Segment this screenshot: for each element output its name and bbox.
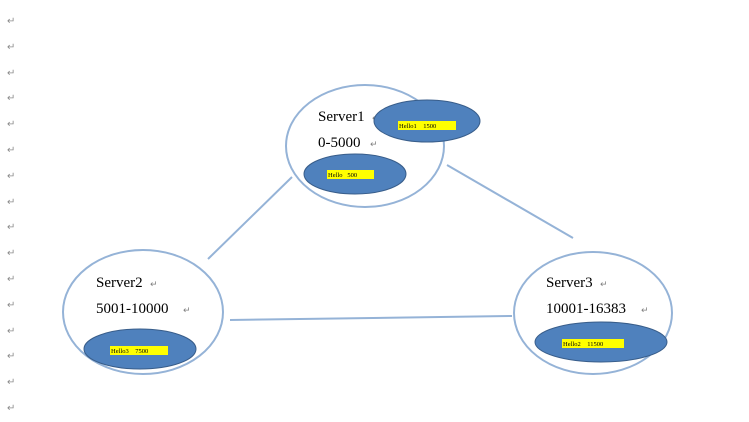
hello2-11500-node: Hello2 11500 [534,321,668,363]
paragraph-mark: ↵ [7,299,16,311]
hello1-1500-node: Hello1 1500 [373,99,481,143]
hello-500-node: Hello 500 [303,153,407,195]
paragraph-mark: ↵ [7,93,16,105]
return-mark: ↵ [183,306,191,316]
return-mark: ↵ [600,280,608,290]
return-mark: ↵ [641,306,649,316]
server3-range: 10001-16383 [546,301,626,317]
paragraph-mark: ↵ [7,351,16,363]
paragraph-mark: ↵ [7,119,16,131]
return-mark: ↵ [370,140,378,150]
hello1-1500-highlight [398,121,456,130]
server1-name: Server1 [318,109,365,125]
hello3-7500-highlight [110,346,168,355]
link-server1-server2 [207,176,293,260]
paragraph-mark: ↵ [7,222,16,234]
paragraph-mark: ↵ [7,273,16,285]
hello2-11500-label: Hello2 11500 [563,341,603,348]
link-server1-server3 [446,164,574,239]
paragraph-mark: ↵ [7,377,16,389]
hello3-7500-node: Hello3 7500 [83,328,197,370]
paragraph-mark: ↵ [7,325,16,337]
hello-500-label: Hello 500 [328,172,357,179]
paragraph-mark: ↵ [7,402,16,414]
paragraph-mark: ↵ [7,41,16,53]
server1-range: 0-5000 [318,135,361,151]
paragraph-marks-column: ↵ ↵ ↵ ↵ ↵ ↵ ↵ ↵ ↵ ↵ ↵ ↵ ↵ ↵ ↵ ↵ [7,9,15,422]
paragraph-mark: ↵ [7,144,16,156]
hello3-7500-label: Hello3 7500 [111,348,148,355]
paragraph-mark: ↵ [7,16,16,27]
paragraph-mark: ↵ [7,67,16,79]
hello1-1500-label: Hello1 1500 [399,123,436,130]
return-mark: ↵ [150,280,158,290]
link-server2-server3 [229,315,513,321]
server2-name: Server2 [96,275,143,291]
paragraph-mark: ↵ [7,248,16,260]
server2-range: 5001-10000 [96,301,169,317]
server3-name: Server3 [546,275,593,291]
hello-500-highlight [327,170,374,179]
paragraph-mark: ↵ [7,170,16,182]
paragraph-mark: ↵ [7,196,16,208]
hello2-11500-highlight [562,339,624,348]
